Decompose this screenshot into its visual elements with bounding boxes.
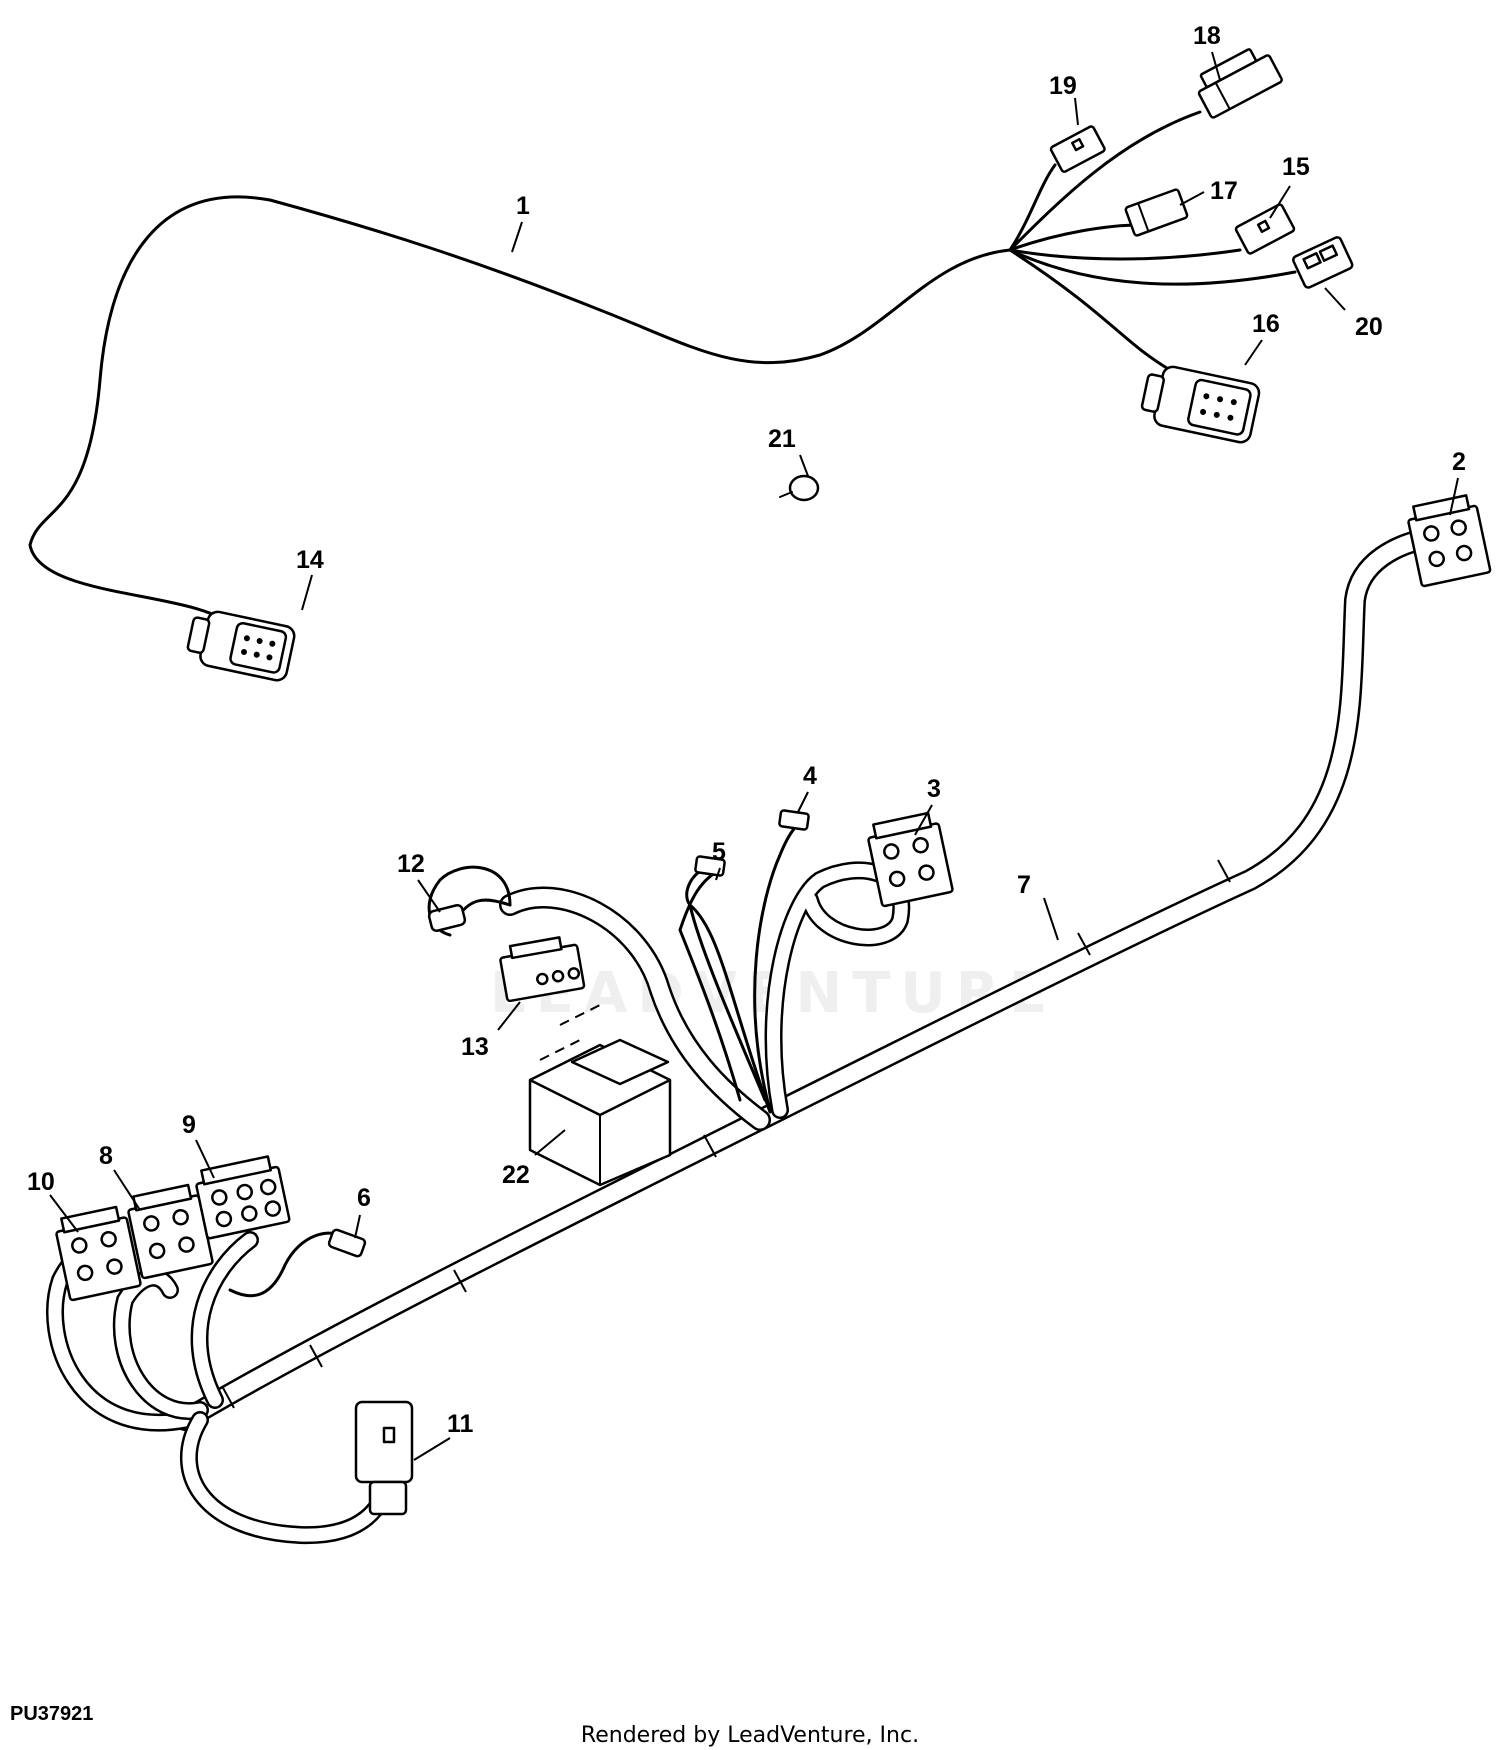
module-22 bbox=[528, 1038, 672, 1187]
terminal-6 bbox=[327, 1228, 367, 1258]
connector-12 bbox=[427, 903, 467, 933]
connector-19 bbox=[1049, 125, 1106, 173]
connector-17 bbox=[1124, 188, 1189, 237]
callout-7: 7 bbox=[1017, 871, 1031, 899]
callout-13: 13 bbox=[461, 1033, 489, 1061]
callout-17: 17 bbox=[1210, 177, 1238, 205]
callout-14: 14 bbox=[296, 546, 324, 574]
callout-21: 21 bbox=[768, 425, 796, 453]
connector-14 bbox=[186, 610, 296, 682]
callout-16: 16 bbox=[1252, 310, 1280, 338]
callout-18: 18 bbox=[1193, 22, 1221, 50]
connector-16 bbox=[1140, 365, 1261, 444]
callout-5: 5 bbox=[712, 838, 726, 866]
connector-8 bbox=[127, 1183, 214, 1280]
leader-lines bbox=[49, 51, 1459, 1461]
callout-15: 15 bbox=[1282, 153, 1310, 181]
footer-credit: Rendered by LeadVenture, Inc. bbox=[580, 1723, 920, 1748]
callout-1: 1 bbox=[516, 192, 530, 220]
callout-20: 20 bbox=[1355, 313, 1383, 341]
figure-code: PU37921 bbox=[10, 1703, 94, 1725]
assembly-line-22 bbox=[539, 1039, 581, 1061]
callout-11: 11 bbox=[447, 1410, 474, 1438]
callout-8: 8 bbox=[99, 1142, 113, 1170]
harness-7 bbox=[46, 529, 1431, 1545]
callout-4: 4 bbox=[803, 762, 817, 790]
connector-13 bbox=[499, 936, 586, 1003]
assembly-line-13 bbox=[559, 1004, 601, 1026]
harness-1 bbox=[28, 110, 1297, 630]
callout-9: 9 bbox=[182, 1111, 196, 1139]
part-21 bbox=[779, 474, 820, 502]
callout-12: 12 bbox=[397, 850, 425, 878]
connector-20 bbox=[1292, 236, 1354, 289]
callouts: 1 2 3 4 5 6 7 8 9 10 11 12 13 14 15 16 1… bbox=[27, 22, 1466, 1438]
connector-15 bbox=[1234, 203, 1296, 255]
callout-2: 2 bbox=[1452, 448, 1466, 476]
connector-9 bbox=[195, 1155, 291, 1240]
terminal-5 bbox=[694, 855, 726, 877]
connector-3 bbox=[867, 811, 954, 908]
callout-6: 6 bbox=[357, 1184, 371, 1212]
connector-10 bbox=[55, 1205, 142, 1302]
terminal-4 bbox=[778, 809, 810, 831]
connector-2 bbox=[1407, 494, 1492, 588]
callout-19: 19 bbox=[1049, 72, 1077, 100]
callout-22: 22 bbox=[502, 1161, 530, 1189]
connector-11 bbox=[354, 1400, 414, 1516]
callout-3: 3 bbox=[927, 775, 941, 803]
callout-10: 10 bbox=[27, 1168, 55, 1196]
connector-18 bbox=[1197, 48, 1283, 119]
